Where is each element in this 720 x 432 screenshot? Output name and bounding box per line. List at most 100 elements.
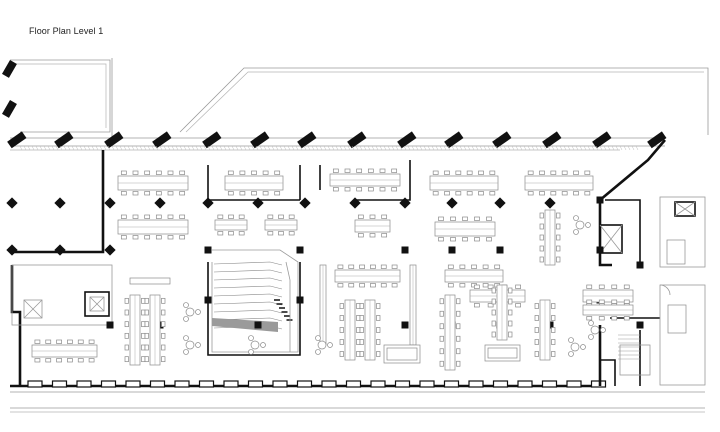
conference-table xyxy=(666,239,686,265)
window-unit xyxy=(468,380,484,388)
workstation-bench xyxy=(524,170,594,196)
mullion xyxy=(54,131,74,149)
round-table xyxy=(568,337,586,357)
window-unit xyxy=(272,380,288,388)
column xyxy=(446,197,458,209)
drawing-title: Floor Plan Level 1 xyxy=(29,26,104,36)
conference-table xyxy=(667,304,687,334)
window-unit xyxy=(247,380,264,388)
window-unit xyxy=(590,380,607,388)
workstation-bench xyxy=(359,299,381,361)
interior-walls xyxy=(10,139,666,386)
workstation-bench xyxy=(354,214,391,238)
workstation-bench xyxy=(539,209,561,266)
mullion xyxy=(152,131,172,149)
column xyxy=(596,246,604,254)
workstation-bench xyxy=(409,264,417,346)
workstation-bench xyxy=(339,299,361,361)
column xyxy=(636,261,644,269)
workstation-bench xyxy=(329,168,401,192)
workstation-bench xyxy=(491,284,513,341)
round-table xyxy=(183,335,201,355)
column xyxy=(106,321,114,329)
column xyxy=(296,246,304,254)
workstation-bench xyxy=(582,299,634,321)
auditorium xyxy=(207,249,301,356)
window-unit xyxy=(296,380,313,388)
window-unit xyxy=(174,380,190,388)
mullion xyxy=(250,131,270,149)
window-unit xyxy=(394,380,411,388)
mullion xyxy=(647,131,667,149)
window-unit xyxy=(27,380,43,388)
column xyxy=(204,296,212,304)
column xyxy=(154,197,166,209)
column xyxy=(54,197,66,209)
seating-row xyxy=(213,293,283,298)
mullion xyxy=(347,131,367,149)
window-unit xyxy=(517,380,533,388)
workstation-bench xyxy=(264,214,298,236)
column xyxy=(104,197,116,209)
seating-row xyxy=(213,269,283,274)
bottom-window-row xyxy=(27,380,607,388)
column xyxy=(399,197,411,209)
column xyxy=(636,321,644,329)
column xyxy=(299,197,311,209)
round-table xyxy=(573,215,591,235)
column xyxy=(204,246,212,254)
window-unit xyxy=(223,380,239,388)
workstation-bench xyxy=(224,170,284,196)
mullion xyxy=(1,99,17,118)
column xyxy=(254,321,262,329)
workstation-bench xyxy=(444,264,504,288)
mullion xyxy=(104,131,124,149)
column xyxy=(401,246,409,254)
window-unit xyxy=(492,380,509,388)
column xyxy=(496,246,504,254)
column xyxy=(401,321,409,329)
workstation-bench xyxy=(334,264,401,288)
window-unit xyxy=(76,380,92,388)
mullion xyxy=(297,131,317,149)
bottom-facade xyxy=(10,384,705,413)
window-mullions xyxy=(1,60,667,151)
window-unit xyxy=(541,380,558,388)
window-unit xyxy=(345,380,362,388)
window-unit xyxy=(566,380,582,388)
seating-row xyxy=(213,261,283,266)
column xyxy=(494,197,506,209)
window-unit xyxy=(419,380,435,388)
workstation-bench xyxy=(534,299,556,361)
column xyxy=(54,244,66,256)
workstation-furniture xyxy=(31,168,687,371)
mullion xyxy=(492,131,512,149)
column xyxy=(6,244,18,256)
lounge-sofa xyxy=(129,277,171,285)
round-table xyxy=(248,335,266,355)
workstation-bench xyxy=(117,170,189,196)
window-unit xyxy=(321,380,337,388)
window-unit xyxy=(198,380,215,388)
column xyxy=(544,197,556,209)
seating-row xyxy=(213,309,283,314)
round-table xyxy=(315,335,333,355)
column xyxy=(104,244,116,256)
mullion xyxy=(2,60,17,78)
window-unit xyxy=(149,380,166,388)
mullion xyxy=(397,131,417,149)
workstation-bench xyxy=(31,339,98,363)
column xyxy=(448,246,456,254)
workstation-bench xyxy=(319,264,327,346)
mullion xyxy=(7,131,27,149)
site-outline xyxy=(10,58,709,140)
round-table xyxy=(183,302,201,322)
seating-row xyxy=(213,285,283,290)
workstation-bench xyxy=(124,294,146,366)
workstation-bench xyxy=(144,294,166,366)
mullion xyxy=(444,131,464,149)
window-unit xyxy=(443,380,460,388)
workstation-bench xyxy=(214,214,248,236)
column xyxy=(296,296,304,304)
